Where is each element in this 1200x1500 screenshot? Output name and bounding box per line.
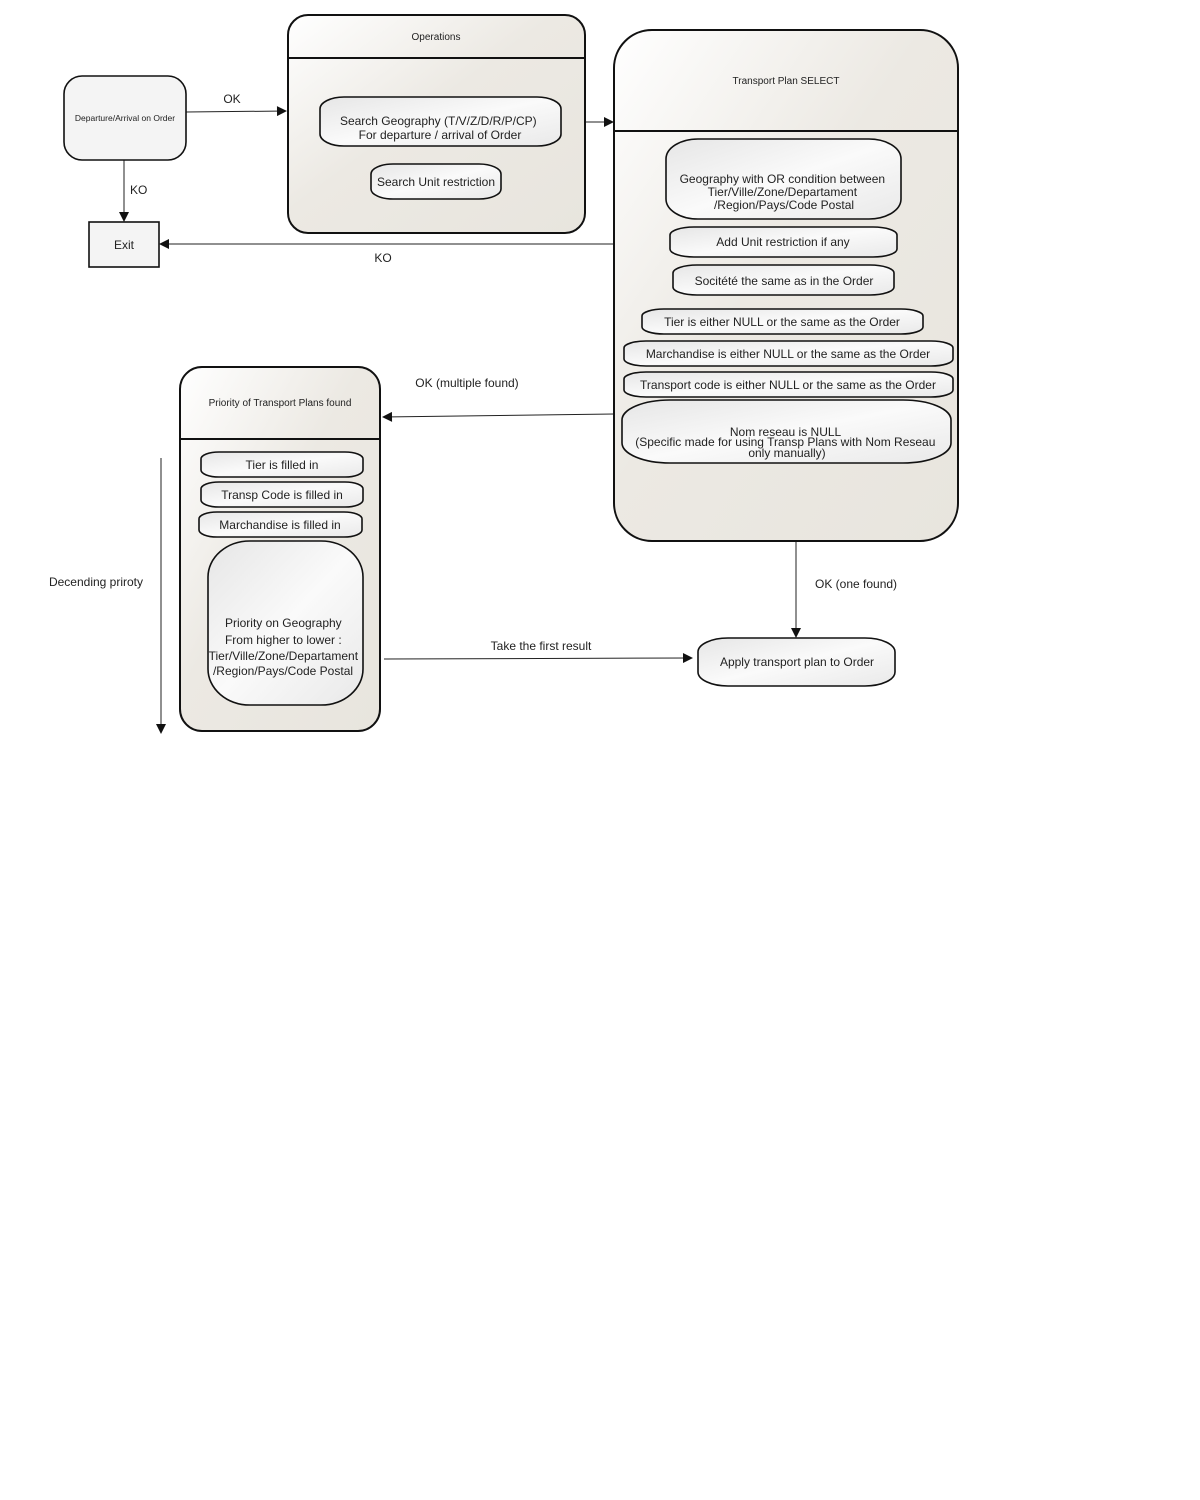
priority-geography-line-3: Tier/Ville/Zone/Departament [209,649,359,663]
edge-label-ko-down: KO [130,183,147,197]
tier-null-node: Tier is either NULL or the same as the O… [641,308,924,335]
tier-null-label: Tier is either NULL or the same as the O… [664,315,900,329]
nom-reseau-line-1: Nom reseau is NULL [730,425,842,439]
priority-geography-line-1: Priority on Geography [225,616,342,630]
geography-or-line-2: Tier/Ville/Zone/Departament [708,185,858,199]
exit-node-label: Exit [114,238,135,252]
search-unit-node: Search Unit restriction [370,163,502,200]
nom-reseau-node: Nom reseau is NULL (Specific made for us… [621,399,952,464]
marchandise-null-node: Marchandise is either NULL or the same a… [623,340,954,367]
geography-or-line-3: /Region/Pays/Code Postal [714,198,854,212]
geography-or-node: Geography with OR condition between Tier… [665,138,902,220]
edge-label-ok-multiple: OK (multiple found) [415,376,518,390]
start-node: Departure/Arrival on Order [63,75,187,161]
apply-transport-plan-label: Apply transport plan to Order [720,655,874,669]
edge-label-ok-one: OK (one found) [815,577,897,591]
geography-or-line-1: Geography with OR condition between [680,172,885,186]
operations-title: Operations [412,32,461,43]
search-geography-line-2: For departure / arrival of Order [359,128,522,142]
societe-label: Socitété the same as in the Order [695,274,874,288]
svg-text:Priority on Geography: Priority on Geography From higher to low… [209,616,362,678]
apply-transport-plan-node: Apply transport plan to Order [697,637,896,687]
start-node-label: Departure/Arrival on Order [75,113,175,123]
svg-text:Search Geography (T/V/Z/D/R/P/: Search Geography (T/V/Z/D/R/P/CP) For de… [340,114,540,142]
label-descending-priority: Decending priroty [49,575,143,589]
transport-code-null-label: Transport code is either NULL or the sam… [640,378,936,392]
edge-label-take-first: Take the first result [491,639,592,653]
priority-geography-node: Priority on Geography From higher to low… [207,540,364,706]
search-geography-node: Search Geography (T/V/Z/D/R/P/CP) For de… [319,96,562,147]
societe-node: Socitété the same as in the Order [672,264,895,296]
priority-group: Priority of Transport Plans found Tier i… [179,366,381,732]
edge-start-to-operations [185,106,287,117]
marchandise-filled-node: Marchandise is filled in [198,511,363,538]
priority-geography-line-2: From higher to lower : [225,633,342,647]
svg-text:Nom reseau is NULL (Sp: Nom reseau is NULL (Specific made for us… [635,425,938,460]
edge-label-ok: OK [223,92,240,106]
transp-code-filled-label: Transp Code is filled in [221,488,343,502]
exit-node: Exit [88,221,160,268]
edge-label-ko-left: KO [374,251,391,265]
search-geography-line-1: Search Geography (T/V/Z/D/R/P/CP) [340,114,537,128]
priority-title: Priority of Transport Plans found [209,398,352,409]
tp-select-title: Transport Plan SELECT [733,76,840,87]
transp-code-filled-node: Transp Code is filled in [200,481,364,508]
add-unit-label: Add Unit restriction if any [716,235,849,249]
priority-geography-line-4: /Region/Pays/Code Postal [213,664,353,678]
nom-reseau-line-2: (Specific made for using Transp Plans wi… [635,435,935,449]
operations-group: Operations Search Geography (T/V/Z/D/R/P… [287,14,586,234]
marchandise-null-label: Marchandise is either NULL or the same a… [646,347,930,361]
search-unit-label: Search Unit restriction [377,175,495,189]
add-unit-node: Add Unit restriction if any [669,226,898,258]
svg-text:Geography with OR condition be: Geography with OR condition between Tier… [680,172,889,212]
edge-priority-to-apply [383,653,693,664]
tier-filled-label: Tier is filled in [246,458,319,472]
nom-reseau-line-3: only manually) [748,446,825,460]
tier-filled-node: Tier is filled in [200,451,364,478]
transport-plan-select-group: Transport Plan SELECT Geography with OR … [613,29,959,542]
marchandise-filled-label: Marchandise is filled in [219,518,340,532]
transport-code-null-node: Transport code is either NULL or the sam… [623,371,954,398]
edge-tp-select-to-priority [382,411,615,422]
edges [119,106,801,734]
